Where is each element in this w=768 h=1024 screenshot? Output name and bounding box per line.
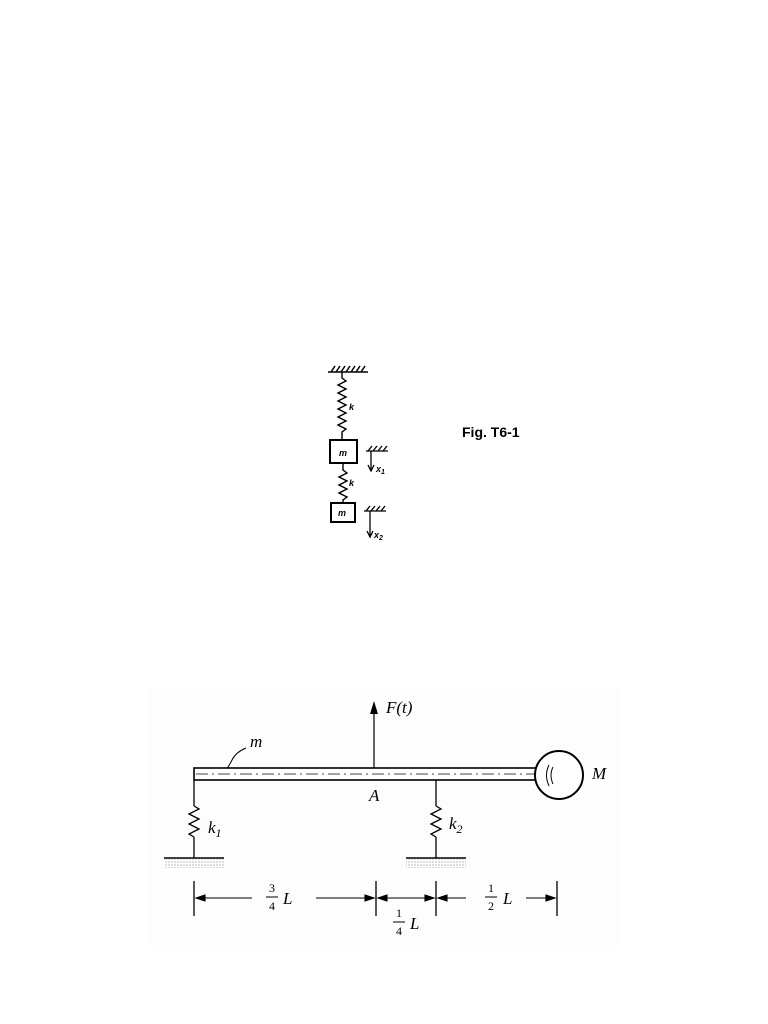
dimension-1-2: [436, 894, 557, 902]
rod-mass-label: m: [250, 732, 262, 751]
x1-reference: [366, 445, 388, 473]
dim1-denominator: 4: [269, 899, 275, 913]
lower-mass-label: m: [338, 508, 346, 518]
dim2-numerator: 1: [396, 906, 402, 920]
ground-right-hatch: [406, 859, 466, 868]
end-mass-label: M: [591, 764, 607, 783]
dimension-ticks: [193, 881, 558, 916]
lower-spring-label: k: [349, 478, 355, 488]
force-arrow-head: [370, 701, 378, 714]
figure-beam: F(t) m M A k1 k2: [148, 688, 620, 946]
top-ground: [328, 365, 368, 373]
ground-left-hatch: [164, 859, 224, 868]
lower-mass-box: [330, 502, 356, 523]
point-a-label: A: [368, 786, 380, 805]
end-mass-circle: [534, 750, 584, 800]
lower-spring: [337, 463, 349, 503]
x2-label: x2: [373, 530, 383, 542]
k2-spring: [429, 805, 443, 838]
dim1-length: L: [282, 889, 292, 908]
dim2-denominator: 4: [396, 924, 402, 938]
dimension-3-4: [194, 894, 376, 902]
dim2-length: L: [409, 914, 419, 933]
figure-caption: Fig. T6-1: [462, 424, 520, 440]
dim3-numerator: 1: [488, 881, 494, 895]
k1-spring: [187, 805, 201, 838]
upper-mass-label: m: [339, 448, 347, 458]
dim3-length: L: [502, 889, 512, 908]
upper-spring-label: k: [349, 402, 355, 412]
figure-t6-1: k m x1 k m x2: [328, 365, 388, 542]
upper-spring: [336, 372, 348, 440]
k1-label: k1: [208, 818, 222, 840]
dimension-1-4: [376, 894, 436, 902]
force-label: F(t): [385, 698, 413, 717]
dim1-numerator: 3: [269, 881, 275, 895]
end-mass-hatch: [546, 764, 554, 787]
scan-background: [148, 688, 620, 946]
x2-reference: [364, 505, 386, 539]
dim3-denominator: 2: [488, 899, 494, 913]
x1-label: x1: [375, 464, 385, 476]
k2-label: k2: [449, 814, 463, 836]
